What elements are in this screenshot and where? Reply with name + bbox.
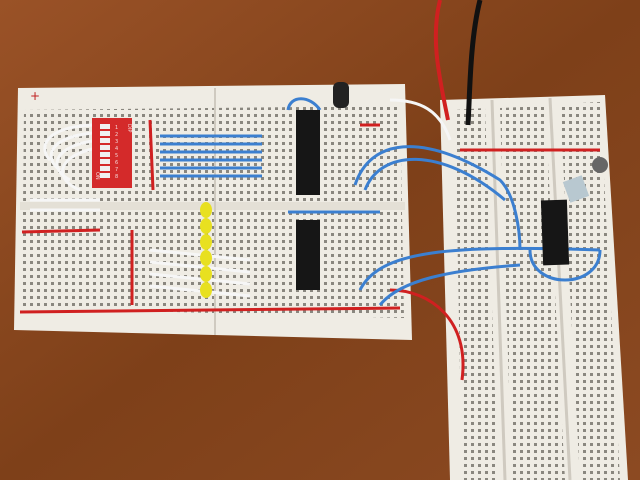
dip-position-label: 7 [115, 167, 118, 173]
dip-position-label: 4 [115, 146, 118, 152]
red-wires [19, 0, 600, 381]
plus-rail-mark: + [30, 89, 40, 103]
dip-position-label: 1 [115, 125, 118, 131]
dip-position-label: 5 [115, 153, 118, 159]
dip-position-label: 6 [115, 160, 118, 166]
dip-position-label: 8 [115, 174, 118, 180]
dip-brand-label: DIP [126, 124, 132, 132]
capacitor [592, 157, 608, 173]
resistor [562, 175, 590, 203]
ic-chip [296, 110, 320, 195]
right-breadboard [440, 95, 628, 480]
white-wires [30, 98, 452, 298]
dip-position-label: 2 [115, 132, 118, 138]
dip-position-label: 3 [115, 139, 118, 145]
black-probe-wire [465, 0, 483, 126]
ic-chip [296, 220, 320, 290]
dip-switch[interactable]: DIP ON 1 2 3 4 5 6 7 8 [92, 118, 132, 188]
yellow-leds [200, 202, 212, 298]
dip-on-label: ON [94, 172, 100, 180]
ic-chip [540, 199, 570, 266]
capacitor [333, 82, 349, 108]
